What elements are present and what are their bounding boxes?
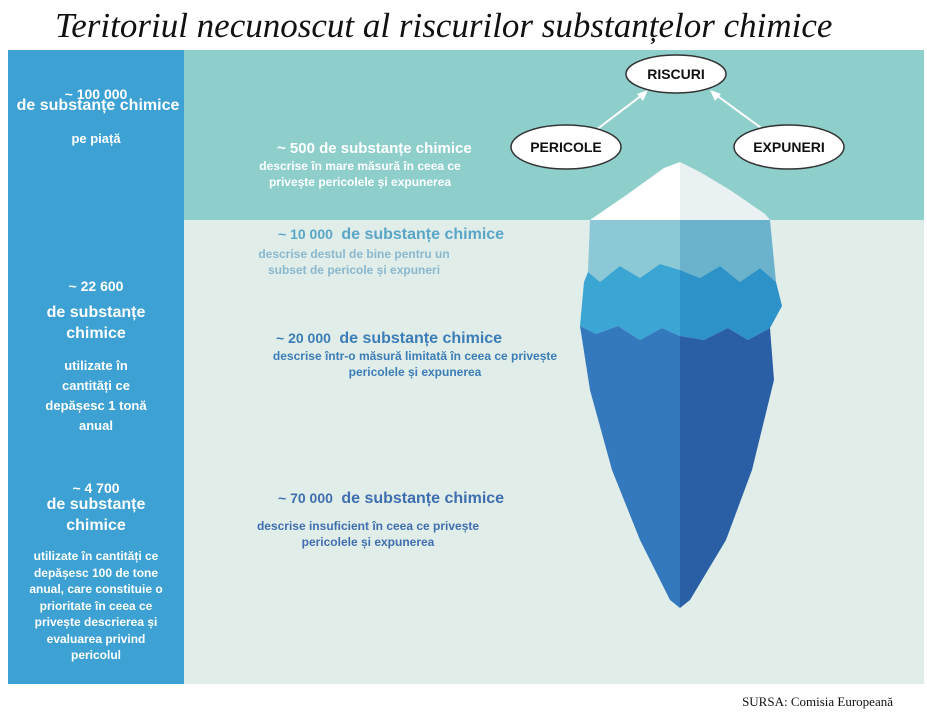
level1-count: ~ 10 000 bbox=[278, 226, 333, 242]
level1-heading: ~ 10 000 de substanțe chimice bbox=[278, 226, 504, 244]
above-water-heading: ~ 500 de substanțe chimice bbox=[277, 140, 472, 157]
expuneri-ellipse bbox=[733, 124, 845, 170]
arrow-expuneri-riscuri bbox=[711, 91, 765, 131]
sidebar-block3-note: utilizate în cantități ce depășesc 100 d… bbox=[8, 548, 184, 664]
sidebar-block2-note-line: anual bbox=[79, 418, 113, 433]
level1-description: descrise destul de bine pentru un subset… bbox=[224, 246, 484, 278]
iceberg-level2-left bbox=[580, 264, 680, 340]
level3-head: de substanțe chimice bbox=[341, 490, 505, 507]
level2-description: descrise într-o măsură limitată în ceea … bbox=[240, 348, 590, 380]
sidebar-block3-note-line: anual, care constituie o bbox=[29, 582, 163, 596]
above-water-desc-line: descrise în mare măsură în ceea ce bbox=[259, 159, 461, 173]
iceberg-tip-left bbox=[590, 162, 680, 220]
level3-count: ~ 70 000 bbox=[278, 490, 333, 506]
sidebar-block3-name-line2: chimice bbox=[66, 517, 126, 534]
level2-desc-line: descrise într-o măsură limitată în ceea … bbox=[272, 349, 558, 363]
sidebar-block3-note-line: privește descrierea și bbox=[34, 615, 158, 629]
level1-desc-line: subset de pericole și expuneri bbox=[267, 263, 441, 277]
level1-desc-line: descrise destul de bine pentru un bbox=[258, 247, 450, 261]
sidebar-block3-note-line: utilizate în cantități ce bbox=[33, 549, 159, 563]
level2-heading: ~ 20 000 de substanțe chimice bbox=[276, 330, 502, 348]
riscuri-label: RISCURI bbox=[647, 66, 705, 82]
iceberg-level3-right bbox=[680, 328, 774, 608]
sidebar-block2-note-line: depășesc 1 tonă bbox=[45, 398, 147, 413]
sidebar-block2-name-line2: chimice bbox=[66, 325, 126, 342]
sidebar-block3-note-line: pericolul bbox=[70, 648, 121, 662]
level3-desc-line: descrise insuficient în ceea ce privește bbox=[256, 519, 480, 533]
sidebar-block2-note-line: cantități ce bbox=[62, 378, 130, 393]
sidebar-block1-note: pe piață bbox=[71, 131, 121, 146]
level1-head: de substanțe chimice bbox=[341, 226, 505, 243]
above-water-desc-line: privește pericolele și expunerea bbox=[268, 175, 452, 189]
expuneri-label: EXPUNERI bbox=[753, 139, 825, 155]
iceberg-level3-left bbox=[580, 326, 680, 608]
pericole-ellipse bbox=[510, 124, 622, 170]
sidebar-panel bbox=[8, 50, 184, 684]
sidebar-block3-note-line: depășesc 100 de tone bbox=[33, 565, 159, 580]
sidebar-block3-note-line: evaluarea privind bbox=[46, 631, 146, 646]
sidebar-block3-name-line1: de substanțe bbox=[46, 496, 146, 513]
sidebar-block2-note: utilizate în cantități ce depășesc 1 ton… bbox=[8, 356, 184, 436]
level2-count: ~ 20 000 bbox=[276, 330, 331, 346]
level3-description: descrise insuficient în ceea ce privește… bbox=[228, 518, 508, 550]
below-water-panel bbox=[184, 220, 924, 684]
sidebar-block2-count: ~ 22 600 bbox=[68, 278, 124, 294]
level3-desc-line: pericolele și expunerea bbox=[301, 535, 435, 549]
sidebar-block2-name-line1: de substanțe bbox=[46, 304, 146, 321]
arrow-pericole-riscuri bbox=[595, 91, 647, 131]
iceberg-level1-left bbox=[588, 220, 680, 282]
iceberg-tip-right bbox=[680, 162, 770, 220]
iceberg-level1-right bbox=[680, 220, 776, 282]
level3-heading: ~ 70 000 de substanțe chimice bbox=[278, 490, 504, 508]
iceberg-level2-right bbox=[680, 266, 782, 340]
pericole-label: PERICOLE bbox=[530, 139, 602, 155]
sidebar-block3-count: ~ 4 700 bbox=[72, 480, 120, 496]
level2-head: de substanțe chimice bbox=[339, 330, 503, 347]
sidebar-block3-note-line: prioritate în ceea ce bbox=[39, 598, 153, 613]
above-water-description: descrise în mare măsură în ceea ce prive… bbox=[220, 158, 500, 190]
source-caption: SURSA: Comisia Europeană bbox=[742, 694, 893, 709]
sidebar-block2-note-line: utilizate în bbox=[64, 358, 128, 373]
level2-desc-line: pericolele și expunerea bbox=[348, 365, 482, 379]
riscuri-ellipse bbox=[625, 54, 727, 94]
page-title: Teritoriul necunoscut al riscurilor subs… bbox=[55, 6, 833, 45]
sidebar-block1-name: de substanțe chimice bbox=[16, 97, 180, 114]
sidebar-block1-count: ~ 100 000 bbox=[64, 86, 128, 102]
